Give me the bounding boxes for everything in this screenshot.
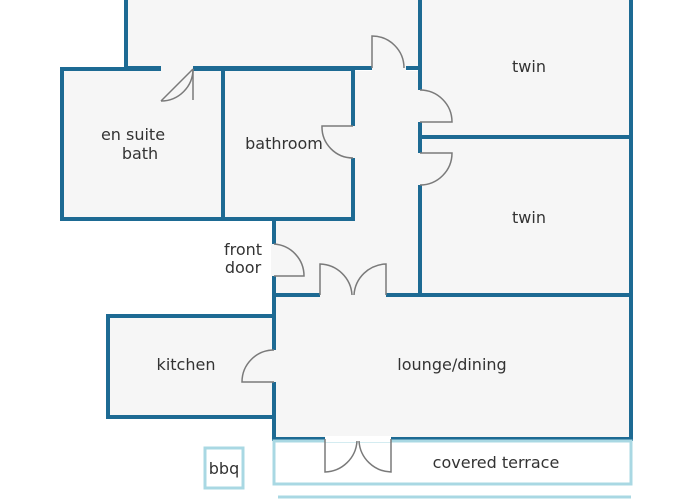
label-en-suite-line1: en suite [101,125,165,144]
room-bathroom [221,67,355,221]
entry-floor [276,221,418,293]
label-twin-top: twin [512,57,546,76]
door-front[interactable] [271,243,305,277]
door-twin-top[interactable] [417,89,453,123]
label-en-suite-line2: bath [122,144,158,163]
door-en-suite[interactable] [160,66,194,102]
label-twin-bottom: twin [512,208,546,227]
label-covered-terrace: covered terrace [433,453,560,472]
door-twin-bottom[interactable] [417,152,453,186]
bbq-area [203,446,245,490]
label-bathroom: bathroom [245,134,323,153]
door-kitchen[interactable] [241,349,277,383]
label-bbq: bbq [209,459,239,478]
room-twin-bottom [418,135,633,297]
label-front-door-line1: front [224,240,262,259]
door-top-room[interactable] [371,35,406,71]
door-terrace-double[interactable] [324,436,392,473]
top-room [124,0,422,70]
label-front-door-line2: door [225,258,262,277]
label-kitchen: kitchen [157,355,216,374]
door-bathroom[interactable] [321,125,356,159]
covered-terrace [272,439,633,486]
door-lounge-double[interactable] [319,263,387,298]
room-twin-top [418,0,633,139]
label-lounge-dining: lounge/dining [397,355,506,374]
room-en-suite-bath [60,67,225,221]
